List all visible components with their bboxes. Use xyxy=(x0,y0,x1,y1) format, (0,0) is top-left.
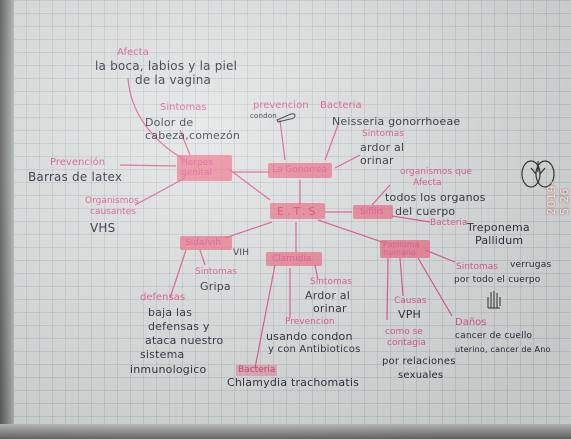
box-sida-bg xyxy=(180,236,232,250)
sida-defensas-line1: baja las xyxy=(148,306,193,319)
organs-icon xyxy=(520,158,556,190)
sifilis-bacteria-line2: Pallidum xyxy=(475,234,524,247)
herpes-sintomas-label: Sintomas xyxy=(160,102,207,113)
arrow-gonorrea-bacteria xyxy=(324,124,339,161)
papiloma-como-line1: por relaciones xyxy=(382,356,456,367)
sida-sintomas-value: Gripa xyxy=(200,280,231,293)
box-papiloma-bg xyxy=(380,240,430,258)
herpes-box: Herpes genital xyxy=(181,158,213,178)
herpes-sintomas-line2: cabeza,comezón xyxy=(145,129,241,142)
herpes-afecta-line1: la boca, labios y la piel xyxy=(95,59,238,73)
center-node: E.T.S xyxy=(277,205,319,218)
box-sifilis-bg xyxy=(353,205,393,219)
clamidia-prevencion-label: Prevencion xyxy=(285,317,335,327)
box-clamidia-bg xyxy=(266,252,322,266)
papiloma-box: Papiloma humano xyxy=(383,240,420,257)
sifilis-organos-line1: todos los organos xyxy=(385,191,486,204)
gonorrea-sintomas-line1: ardor al xyxy=(360,141,405,154)
sifilis-organos-label1: organismos que xyxy=(400,167,472,177)
camera-timestamp: 2019-5-26 17:43 xyxy=(545,180,571,215)
page-edge-left xyxy=(0,0,14,439)
arrow-sifilis-organos xyxy=(371,184,391,206)
gonorrea-sintomas-line2: orinar xyxy=(360,154,394,167)
herpes-organismos-label1: Organismos xyxy=(85,196,139,206)
sifilis-organos-label2: Afecta xyxy=(413,178,442,188)
box-herpes-bg xyxy=(177,155,232,181)
papiloma-sintomas-line2: por todo el cuerpo xyxy=(454,275,541,285)
papiloma-sintomas-line1: verrugas xyxy=(510,260,552,270)
box-gonorrea-bg xyxy=(268,163,332,178)
papiloma-danos-line2: uterino, cancer de Ano xyxy=(455,345,551,354)
line-center-papiloma xyxy=(317,219,386,244)
clamidia-sintomas-line2: orinar xyxy=(313,302,347,315)
arrow-clamidia-bacteria xyxy=(254,264,276,369)
sida-defensas-label: defensas xyxy=(140,292,186,303)
gonorrea-prevencion-label: prevencion xyxy=(253,100,309,111)
sida-defensas-line5: inmunologico xyxy=(130,363,207,376)
arrow-herpes-organismos xyxy=(134,177,186,206)
sifilis-bacteria-label: Bacteria xyxy=(430,218,468,228)
arrow-clamidia-sintomas xyxy=(314,264,319,281)
arrow-sifilis-bacteria xyxy=(391,215,431,223)
sifilis-bacteria-line1: Treponema xyxy=(467,221,530,234)
arrow-gonorrea-prevencion xyxy=(279,119,286,161)
papiloma-causas-value: VPH xyxy=(398,308,422,321)
arrow-papiloma-causas xyxy=(399,257,404,297)
arrow-gonorrea-sintomas xyxy=(334,154,361,169)
line-center-sida xyxy=(224,221,273,239)
papiloma-danos-line1: cancer de cuello xyxy=(455,331,533,341)
papiloma-danos-label: Daños xyxy=(455,317,487,328)
condom-icon xyxy=(275,111,297,123)
gonorrea-bacteria-label: Bacteria xyxy=(320,100,362,111)
arrow-herpes-prevencion xyxy=(119,164,177,167)
clamidia-prevencion-line1: usando condon xyxy=(266,330,353,343)
clamidia-sintomas-label: Sintomas xyxy=(310,277,352,287)
herpes-prevencion-label: Prevención xyxy=(50,157,106,168)
gonorrea-bacteria-value: Neisseria gonorrhoeae xyxy=(332,115,461,128)
wart-hand-icon xyxy=(485,288,503,310)
arrow-herpes-afecta xyxy=(127,77,186,161)
gonorrea-box: La Gonorrea xyxy=(272,165,328,175)
clamidia-bacteria-label: Bacteria xyxy=(236,365,278,376)
sida-defensas-line2: defensas y xyxy=(148,320,210,333)
sida-defensas-line4: sistema xyxy=(140,348,185,361)
sifilis-organos-line2: del cuerpo xyxy=(395,205,456,218)
papiloma-causas-label: Causas xyxy=(394,296,427,306)
arrow-papiloma-danos xyxy=(417,257,453,317)
herpes-sintomas-line1: Dolor de xyxy=(145,116,194,129)
clamidia-bacteria-value: Chlamydia trachomatis xyxy=(227,376,360,389)
gonorrea-prevencion-value: condon xyxy=(250,112,277,120)
clamidia-sintomas-line1: Ardor al xyxy=(305,289,350,302)
arrow-sida-sintomas xyxy=(199,249,206,266)
papiloma-como-label1: como se xyxy=(385,327,423,337)
line-herpes-center xyxy=(229,169,271,201)
gonorrea-sintomas-label: Sintomas xyxy=(362,129,404,139)
box-center-bg xyxy=(270,203,325,219)
sida-box: Sida/vih xyxy=(185,238,222,248)
arrow-herpes-sintomas xyxy=(179,129,191,156)
herpes-afecta-line2: de la vagina xyxy=(135,73,212,87)
herpes-prevencion-value: Barras de latex xyxy=(28,170,123,184)
herpes-organismos-value: VHS xyxy=(90,221,116,235)
papiloma-como-line2: sexuales xyxy=(398,370,444,381)
page-edge-bottom xyxy=(0,424,571,439)
sida-defensas-line3: ataca nuestro xyxy=(145,334,224,347)
papiloma-sintomas-label: Sintomas xyxy=(456,262,498,272)
papiloma-como-label2: contagia xyxy=(387,338,426,348)
herpes-organismos-label2: causantes xyxy=(90,207,136,217)
sida-sintomas-label: Sintomas xyxy=(195,267,237,277)
arrow-sida-defensas xyxy=(169,249,187,299)
sifilis-box: Sifilis xyxy=(360,207,384,217)
herpes-afecta-label: Afecta xyxy=(117,47,149,58)
clamidia-prevencion-line2: y con Antibioticos xyxy=(268,344,361,355)
sida-causa: VIH xyxy=(233,248,250,258)
arrow-papiloma-como xyxy=(386,257,389,321)
clamidia-box: Clamidia xyxy=(272,254,312,264)
